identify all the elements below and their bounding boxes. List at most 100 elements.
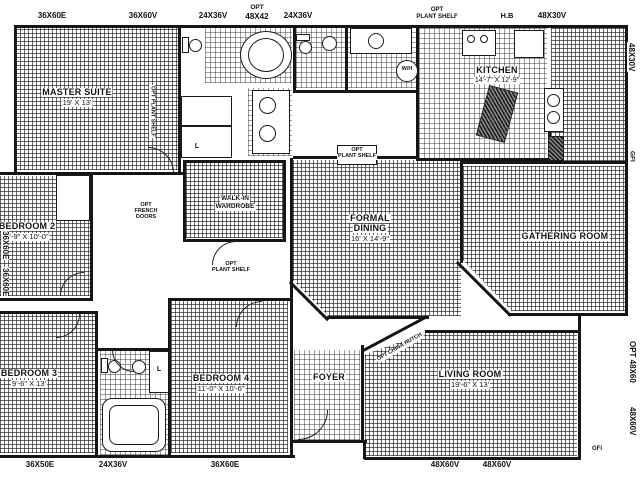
wall [425, 330, 580, 333]
wall [296, 90, 418, 93]
toilet-tank [182, 37, 189, 53]
burner [467, 35, 475, 43]
wall [14, 25, 628, 28]
bedroom3-label: BEDROOM 3 [0, 368, 59, 378]
window-label: 48X60V [481, 460, 513, 469]
wall [0, 311, 98, 314]
sink [259, 97, 276, 114]
window-label: 36X60V [127, 11, 159, 20]
window-label: 36X60E [1, 267, 10, 298]
sink [259, 125, 276, 142]
gfi-label: GFI [591, 446, 603, 452]
toilet-bowl [189, 39, 202, 52]
wall [345, 25, 348, 93]
bedroom2-closet [56, 175, 90, 221]
wall [578, 313, 628, 316]
window-label: 24X36V [97, 460, 129, 469]
bedroom4-label: BEDROOM 4 [191, 373, 251, 383]
wall [90, 172, 93, 301]
wall [293, 25, 296, 93]
foyer-floor [294, 350, 360, 440]
water-heater-label: W/H [400, 66, 414, 73]
master-suite-dims: 19' X 13' [61, 98, 93, 107]
wall [508, 313, 580, 316]
window-label: 48X42 [244, 12, 270, 21]
window-label: 48X30V [627, 42, 636, 73]
wall [290, 440, 293, 458]
bedroom2-dims: 9'-9" X 10'-0" [4, 232, 50, 241]
wall [168, 298, 171, 458]
wall [290, 440, 367, 443]
plant-shelf-note-1: OPT [224, 261, 238, 268]
gfi-label: GFI [628, 150, 636, 163]
wall [183, 160, 286, 163]
refrigerator [514, 30, 544, 58]
sink [368, 33, 384, 49]
plant-shelf-note-2: PLANT SHELF [337, 153, 377, 160]
wardrobe-label-1: WALK-IN [220, 195, 250, 203]
window-label: 24X36V [197, 11, 229, 20]
wall [416, 25, 419, 161]
living-room-dims: 19'-6" X 13' [449, 380, 491, 389]
linen-label: L [193, 143, 201, 150]
living-room-label: LIVING ROOM [437, 369, 503, 379]
french-doors-note-2: FRENCH [133, 208, 159, 215]
wall [364, 457, 580, 460]
wall [416, 158, 550, 161]
garden-tub-basin [248, 38, 284, 72]
dining-label-1: FORMAL [349, 213, 391, 223]
wall [0, 455, 295, 458]
toilet-tank [101, 358, 108, 373]
wall [460, 161, 628, 164]
plant-shelf-note-2: PLANT SHELF [415, 14, 459, 20]
plant-shelf-note-vertical: OPT PLANT SHELF [149, 85, 156, 138]
wall [290, 158, 293, 443]
wardrobe-label-2: WARDROBE [214, 203, 256, 211]
kitchen-dims: 14'-7" X 12'-9" [473, 77, 521, 84]
living-floor [365, 332, 577, 456]
plant-shelf-note-1: OPT [429, 7, 445, 13]
window-label: 48X60V [429, 460, 461, 469]
linen-label: L [155, 366, 163, 373]
plant-shelf-note-1: OPT [350, 147, 364, 154]
dining-dims: 16' X 14'-9" [349, 234, 391, 243]
window-label: 36X60E [36, 11, 68, 20]
burner [480, 35, 488, 43]
bedroom3-dims: 9'-6" X 13' [11, 379, 47, 388]
french-doors-note-1: OPT [139, 202, 153, 209]
bedroom4-dims: 11'-0" X 10'-6" [196, 384, 246, 393]
wall [578, 313, 581, 460]
wall [178, 25, 181, 175]
toilet-bowl [299, 41, 312, 54]
toilet-tank [296, 34, 310, 41]
hutch [548, 136, 564, 161]
foyer-label: FOYER [311, 372, 347, 382]
wall [361, 345, 364, 442]
wall [625, 25, 628, 316]
window-label: 36X60E [209, 460, 241, 469]
kitchen-label: KITCHEN [475, 65, 519, 75]
window-label: 36X60E [1, 230, 10, 261]
sink [132, 360, 146, 374]
sink [547, 94, 560, 107]
range [462, 30, 496, 56]
dining-label-2: DINING [352, 223, 388, 233]
wall [363, 440, 366, 459]
bathtub-basin [109, 405, 159, 445]
wall [14, 25, 17, 175]
master-closet [181, 96, 232, 126]
wall [95, 311, 98, 458]
sink [547, 111, 560, 124]
window-label-opt: OPT [249, 4, 265, 12]
window-label: 48X30V [536, 11, 568, 20]
wall [0, 298, 93, 301]
window-label: 36X50E [24, 460, 56, 469]
wall [327, 316, 429, 319]
gathering-room-label: GATHERING ROOM [520, 231, 610, 241]
master-closet [181, 126, 232, 158]
plant-shelf-note-2: PLANT SHELF [211, 267, 251, 274]
wall [168, 298, 293, 301]
sink [322, 36, 337, 51]
wall [183, 239, 286, 242]
